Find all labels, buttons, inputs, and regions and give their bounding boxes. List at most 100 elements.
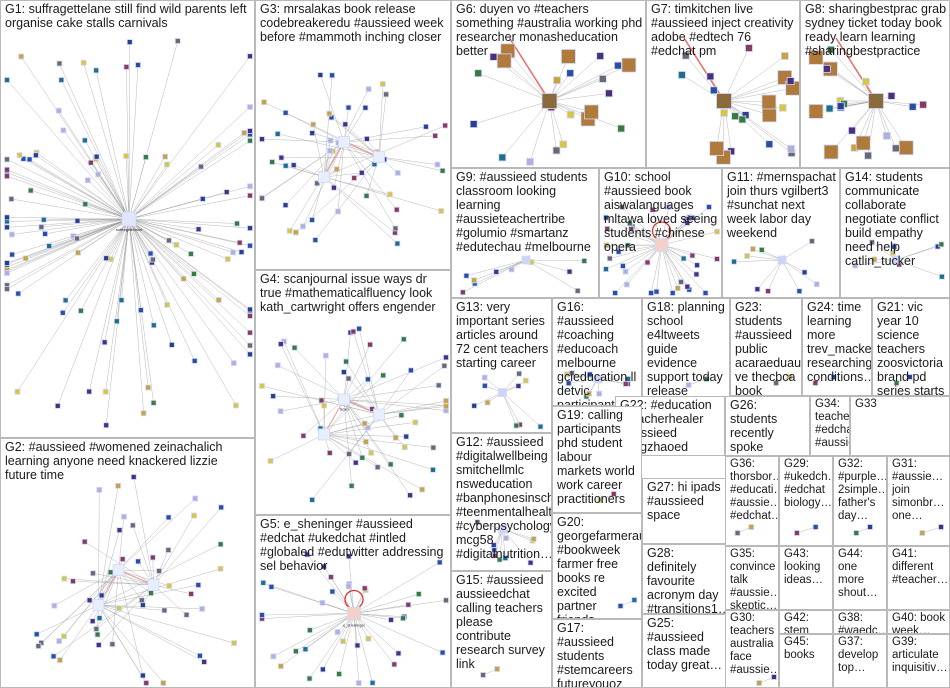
node[interactable] bbox=[395, 241, 400, 246]
node[interactable] bbox=[234, 403, 239, 408]
node[interactable] bbox=[567, 70, 574, 77]
node[interactable] bbox=[567, 269, 572, 274]
node[interactable] bbox=[161, 681, 166, 686]
node[interactable] bbox=[375, 465, 380, 470]
node[interactable] bbox=[196, 227, 201, 232]
node[interactable] bbox=[347, 451, 352, 456]
node[interactable] bbox=[560, 141, 567, 148]
node[interactable] bbox=[357, 326, 362, 331]
node[interactable] bbox=[331, 185, 336, 190]
node[interactable] bbox=[70, 579, 75, 584]
node[interactable] bbox=[300, 224, 305, 229]
node[interactable] bbox=[5, 157, 10, 162]
node[interactable] bbox=[151, 400, 156, 405]
node[interactable] bbox=[444, 404, 449, 409]
node[interactable] bbox=[248, 343, 253, 348]
node[interactable] bbox=[82, 138, 87, 143]
node[interactable] bbox=[59, 77, 64, 82]
node[interactable] bbox=[121, 514, 126, 519]
node[interactable] bbox=[269, 584, 274, 589]
node[interactable] bbox=[401, 337, 406, 342]
node[interactable] bbox=[739, 116, 746, 123]
node[interactable] bbox=[623, 269, 628, 274]
node[interactable] bbox=[343, 122, 348, 127]
node[interactable] bbox=[130, 523, 135, 528]
node[interactable] bbox=[364, 136, 369, 141]
node[interactable] bbox=[717, 94, 732, 109]
node[interactable] bbox=[169, 342, 174, 347]
node[interactable] bbox=[87, 598, 92, 603]
node[interactable] bbox=[339, 394, 350, 405]
node[interactable] bbox=[614, 62, 621, 69]
node[interactable] bbox=[654, 289, 659, 294]
node[interactable] bbox=[516, 383, 521, 388]
node[interactable] bbox=[144, 681, 149, 686]
node[interactable] bbox=[365, 377, 370, 382]
node[interactable] bbox=[408, 368, 413, 373]
node[interactable] bbox=[196, 583, 201, 588]
node[interactable] bbox=[766, 289, 771, 294]
node[interactable] bbox=[174, 242, 179, 247]
node[interactable] bbox=[85, 178, 90, 183]
node[interactable] bbox=[78, 308, 83, 313]
node[interactable] bbox=[120, 557, 125, 562]
node[interactable] bbox=[939, 274, 944, 279]
node[interactable] bbox=[362, 586, 367, 591]
node[interactable] bbox=[523, 378, 528, 383]
node[interactable] bbox=[759, 247, 764, 252]
node[interactable] bbox=[192, 358, 197, 363]
node[interactable] bbox=[322, 403, 327, 408]
node[interactable] bbox=[393, 435, 398, 440]
node[interactable] bbox=[620, 263, 625, 268]
node[interactable] bbox=[157, 569, 162, 574]
node[interactable] bbox=[814, 282, 819, 287]
node[interactable] bbox=[618, 125, 625, 132]
node[interactable] bbox=[34, 632, 39, 637]
node[interactable] bbox=[96, 172, 101, 177]
node[interactable] bbox=[82, 539, 87, 544]
node[interactable] bbox=[444, 598, 449, 603]
node[interactable] bbox=[219, 505, 224, 510]
node[interactable] bbox=[408, 493, 413, 498]
node[interactable] bbox=[307, 676, 312, 681]
node[interactable] bbox=[464, 273, 469, 278]
node[interactable] bbox=[856, 136, 870, 150]
node[interactable] bbox=[809, 104, 823, 118]
node[interactable] bbox=[439, 208, 444, 213]
node[interactable] bbox=[81, 60, 86, 65]
node[interactable] bbox=[140, 673, 145, 678]
node[interactable] bbox=[139, 598, 144, 603]
node[interactable] bbox=[435, 162, 440, 167]
node[interactable] bbox=[104, 423, 109, 428]
node[interactable] bbox=[311, 122, 316, 127]
node[interactable] bbox=[423, 124, 428, 129]
node[interactable] bbox=[778, 256, 786, 264]
node[interactable] bbox=[613, 291, 618, 296]
node[interactable] bbox=[96, 642, 101, 647]
node[interactable] bbox=[116, 483, 121, 488]
node[interactable] bbox=[283, 110, 288, 115]
node[interactable] bbox=[766, 141, 773, 148]
node[interactable] bbox=[110, 642, 115, 647]
node[interactable] bbox=[94, 626, 99, 631]
node[interactable] bbox=[231, 250, 236, 255]
node[interactable] bbox=[366, 636, 371, 641]
node[interactable] bbox=[248, 138, 253, 143]
node[interactable] bbox=[33, 153, 38, 158]
node[interactable] bbox=[124, 64, 129, 69]
node[interactable] bbox=[352, 176, 357, 181]
node[interactable] bbox=[51, 654, 56, 659]
node[interactable] bbox=[242, 130, 247, 135]
node[interactable] bbox=[330, 73, 335, 78]
node[interactable] bbox=[127, 40, 132, 45]
node[interactable] bbox=[605, 90, 612, 97]
node[interactable] bbox=[41, 217, 46, 222]
node[interactable] bbox=[104, 256, 109, 261]
node[interactable] bbox=[270, 160, 275, 165]
node[interactable] bbox=[787, 78, 794, 85]
node[interactable] bbox=[679, 279, 684, 284]
node[interactable] bbox=[57, 658, 62, 663]
node[interactable] bbox=[909, 103, 916, 110]
node[interactable] bbox=[9, 196, 14, 201]
node[interactable] bbox=[62, 576, 67, 581]
